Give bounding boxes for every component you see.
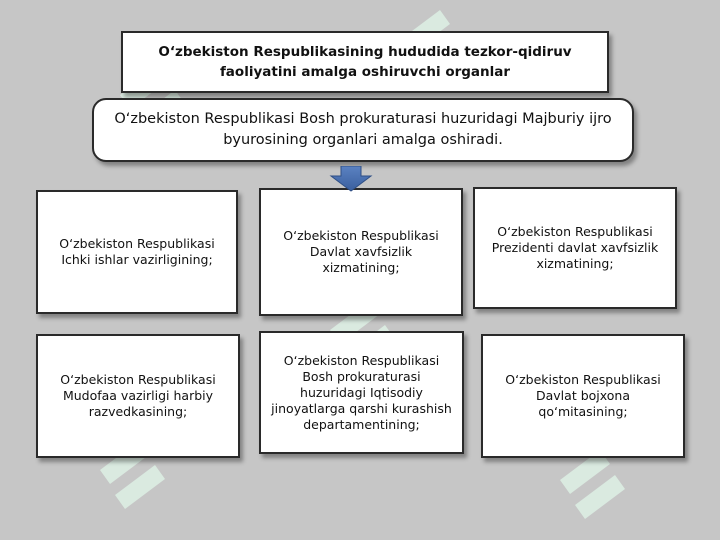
organ-box-interior-ministry: O‘zbekiston Respublikasi Ichki ishlar va… bbox=[36, 190, 238, 314]
organ-label: O‘zbekiston Respublikasi Prezidenti davl… bbox=[491, 224, 659, 271]
organ-box-economic-crimes-department: O‘zbekiston Respublikasi Bosh prokuratur… bbox=[259, 331, 464, 454]
diagram-title: O‘zbekiston Respublikasining hududida te… bbox=[121, 31, 609, 93]
diagram-title-text: O‘zbekiston Respublikasining hududida te… bbox=[158, 44, 572, 80]
organ-box-state-security-service: O‘zbekiston Respublikasi Davlat xavfsizl… bbox=[259, 188, 463, 316]
down-arrow-icon bbox=[329, 166, 373, 192]
organ-box-military-intelligence: O‘zbekiston Respublikasi Mudofaa vazirli… bbox=[36, 334, 240, 458]
subtitle-box: O‘zbekiston Respublikasi Bosh prokuratur… bbox=[92, 98, 634, 162]
organ-label: O‘zbekiston Respublikasi Bosh prokuratur… bbox=[271, 352, 452, 432]
organ-label: O‘zbekiston Respublikasi Davlat xavfsizl… bbox=[283, 228, 439, 275]
subtitle-text: O‘zbekiston Respublikasi Bosh prokuratur… bbox=[114, 111, 612, 148]
organ-label: O‘zbekiston Respublikasi Davlat bojxona … bbox=[505, 372, 661, 419]
organ-label: O‘zbekiston Respublikasi Mudofaa vazirli… bbox=[60, 372, 216, 419]
organ-box-presidential-security-service: O‘zbekiston Respublikasi Prezidenti davl… bbox=[473, 187, 677, 309]
organ-label: O‘zbekiston Respublikasi Ichki ishlar va… bbox=[59, 236, 215, 267]
organ-box-customs-committee: O‘zbekiston Respublikasi Davlat bojxona … bbox=[481, 334, 685, 458]
